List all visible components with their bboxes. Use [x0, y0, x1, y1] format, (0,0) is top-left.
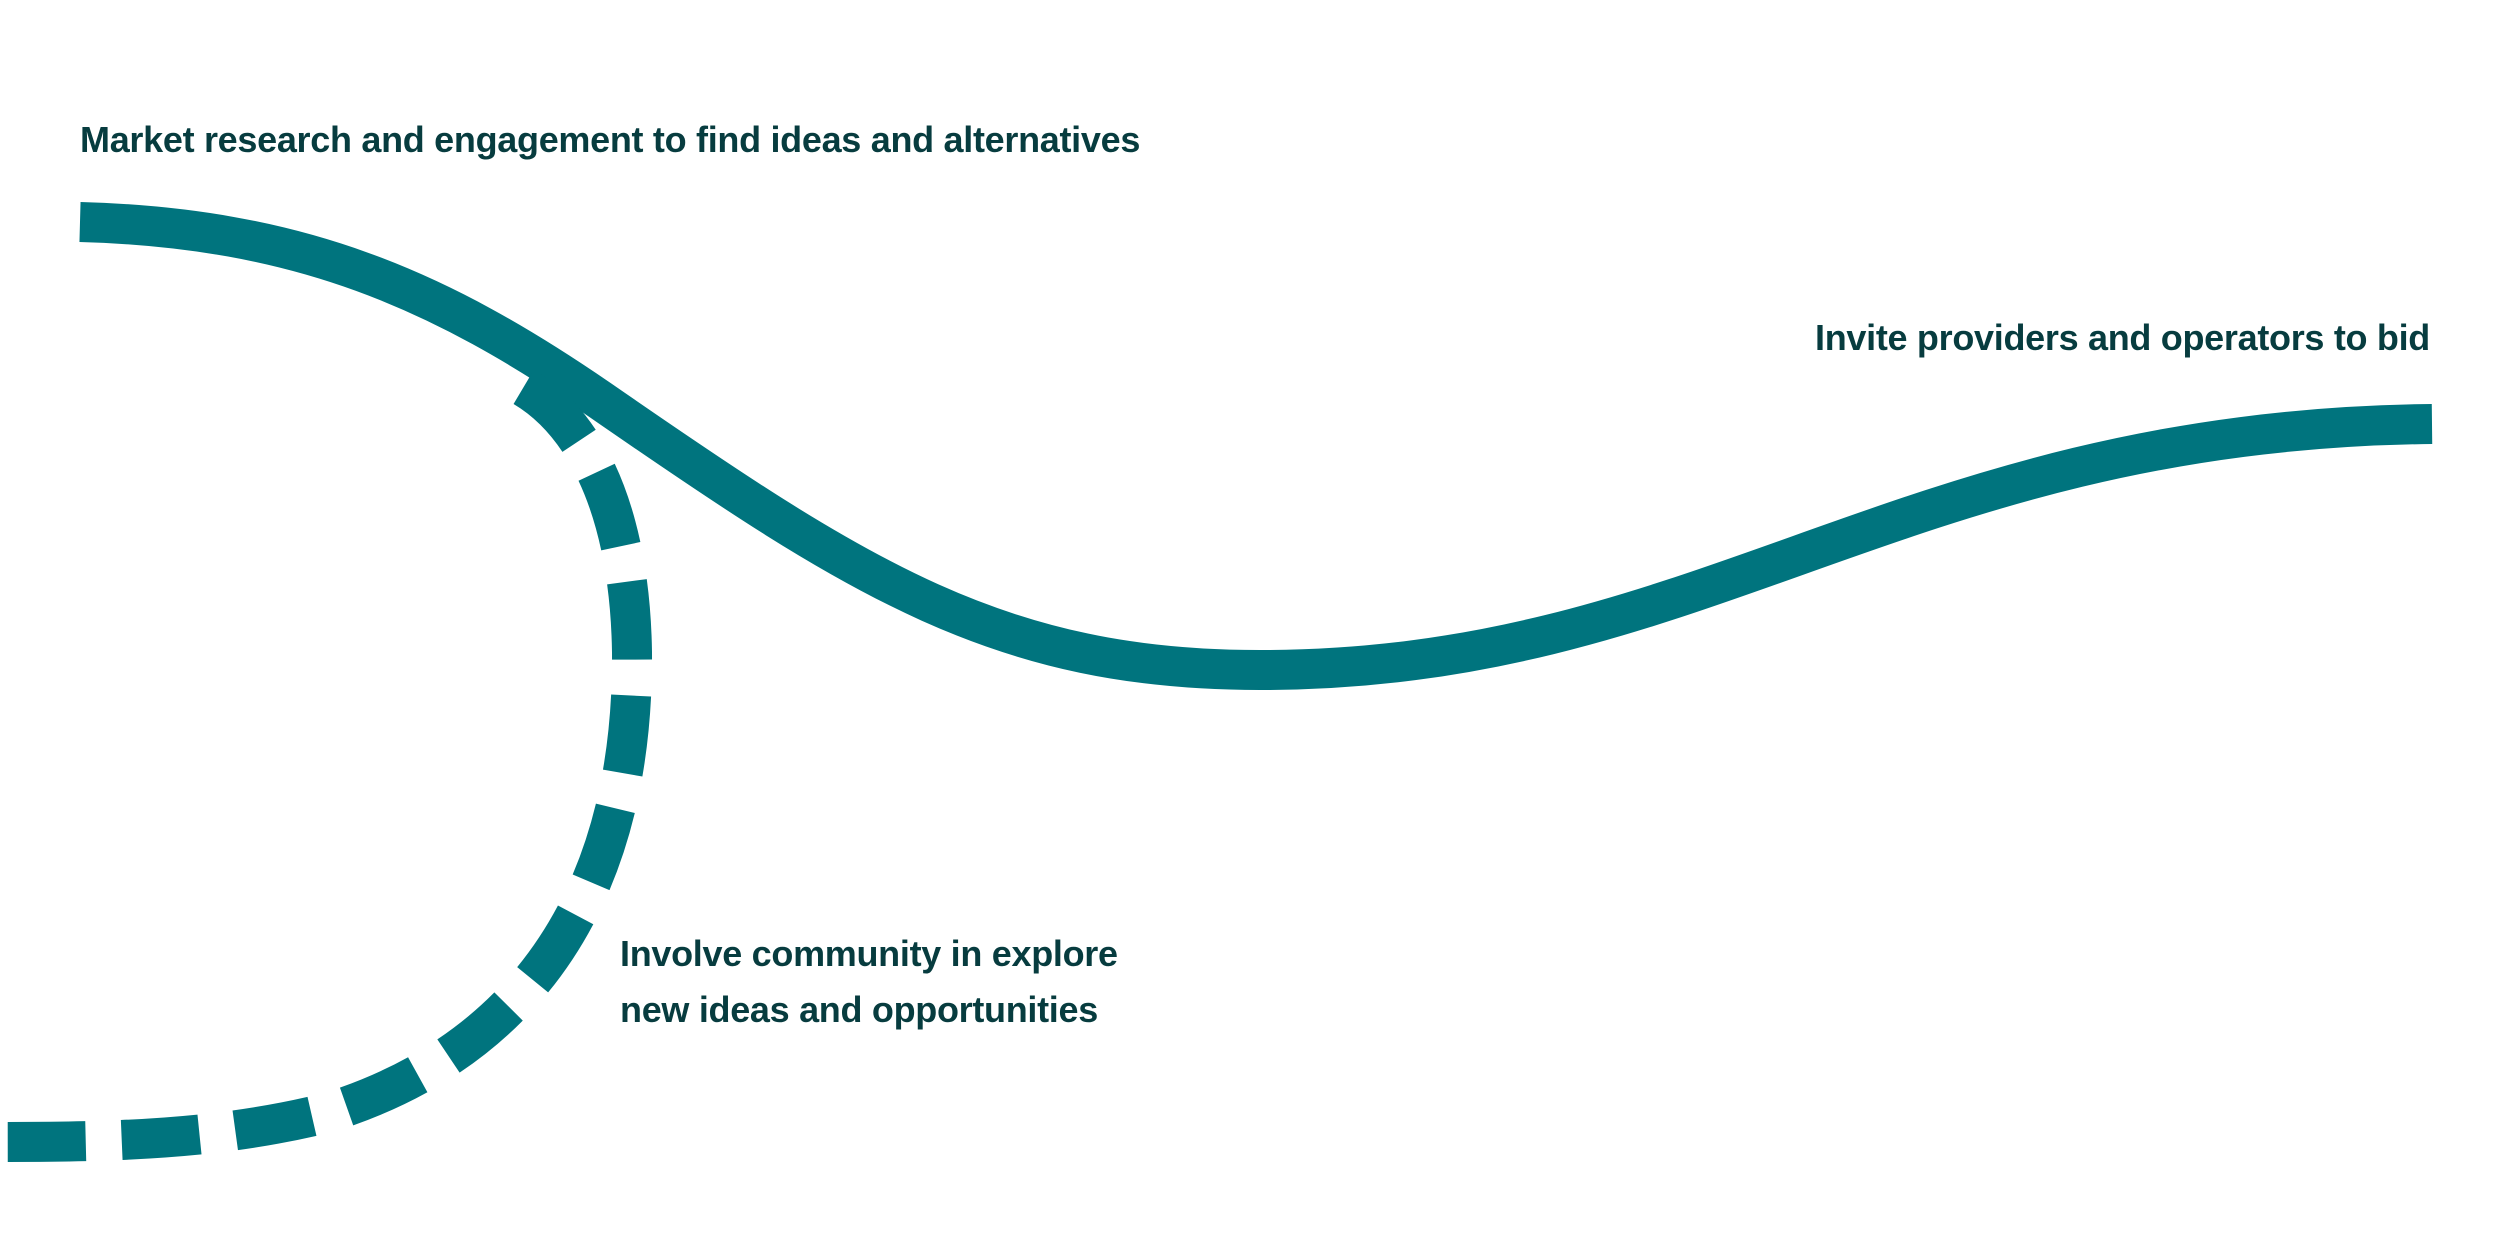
main-process-path — [79, 202, 2433, 691]
community-dashed-path — [0, 364, 653, 1162]
invite-providers-label: Invite providers and operators to bid — [1815, 317, 2430, 358]
involve-community-label-line-1: Involve community in explore — [620, 933, 1118, 974]
involve-community-label-line-2: new ideas and opportunities — [620, 989, 1098, 1030]
market-research-label: Market research and engagement to find i… — [80, 119, 1141, 160]
involve-community-label: Involve community in explore new ideas a… — [620, 926, 1118, 1038]
